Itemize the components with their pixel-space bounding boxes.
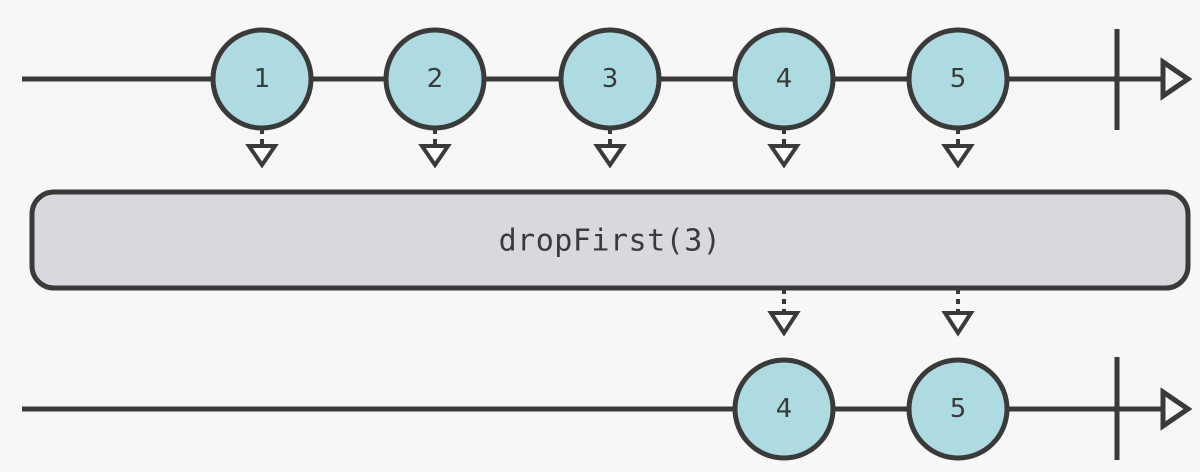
connector-arrowhead-icon bbox=[941, 144, 975, 169]
connector-arrowhead-icon bbox=[767, 311, 801, 337]
input-marble-5[interactable]: 5 bbox=[906, 27, 1010, 131]
connector-arrowhead-icon bbox=[593, 144, 627, 169]
input-connector-3 bbox=[593, 129, 627, 169]
marble-circle[interactable] bbox=[732, 27, 836, 131]
input-connector-4 bbox=[767, 129, 801, 169]
connector-arrowhead-icon bbox=[941, 311, 975, 337]
marble-circle[interactable] bbox=[906, 357, 1010, 461]
marble-label: 2 bbox=[427, 64, 444, 94]
input-marble-3[interactable]: 3 bbox=[558, 27, 662, 131]
input-marble-2[interactable]: 2 bbox=[383, 27, 487, 131]
marble-circle[interactable] bbox=[210, 27, 314, 131]
output-connector-1 bbox=[767, 289, 801, 337]
connector-arrowhead-icon bbox=[245, 144, 279, 169]
input-connector-2 bbox=[418, 129, 452, 169]
marble-circle[interactable] bbox=[906, 27, 1010, 131]
marble-label: 4 bbox=[776, 64, 793, 94]
output-marble-1[interactable]: 4 bbox=[732, 357, 836, 461]
marble-circle[interactable] bbox=[732, 357, 836, 461]
output-connector-2 bbox=[941, 289, 975, 337]
marble-label: 3 bbox=[602, 64, 619, 94]
connector-arrowhead-icon bbox=[767, 144, 801, 169]
input-timeline-arrowhead bbox=[1160, 57, 1193, 101]
input-connector-5 bbox=[941, 129, 975, 169]
marble-label: 5 bbox=[950, 64, 967, 94]
marble-label: 4 bbox=[776, 394, 793, 424]
input-connector-1 bbox=[245, 129, 279, 169]
input-marble-1[interactable]: 1 bbox=[210, 27, 314, 131]
output-timeline bbox=[22, 357, 1193, 460]
marble-label: 1 bbox=[254, 64, 271, 94]
output-timeline-arrowhead bbox=[1160, 387, 1193, 431]
marble-label: 5 bbox=[950, 394, 967, 424]
input-marble-4[interactable]: 4 bbox=[732, 27, 836, 131]
output-marble-2[interactable]: 5 bbox=[906, 357, 1010, 461]
marble-circle[interactable] bbox=[383, 27, 487, 131]
operator-box[interactable]: dropFirst(3) bbox=[29, 189, 1191, 291]
operator-box-rect[interactable] bbox=[29, 189, 1191, 291]
connector-arrowhead-icon bbox=[418, 144, 452, 169]
marble-circle[interactable] bbox=[558, 27, 662, 131]
operator-label: dropFirst(3) bbox=[499, 224, 722, 259]
